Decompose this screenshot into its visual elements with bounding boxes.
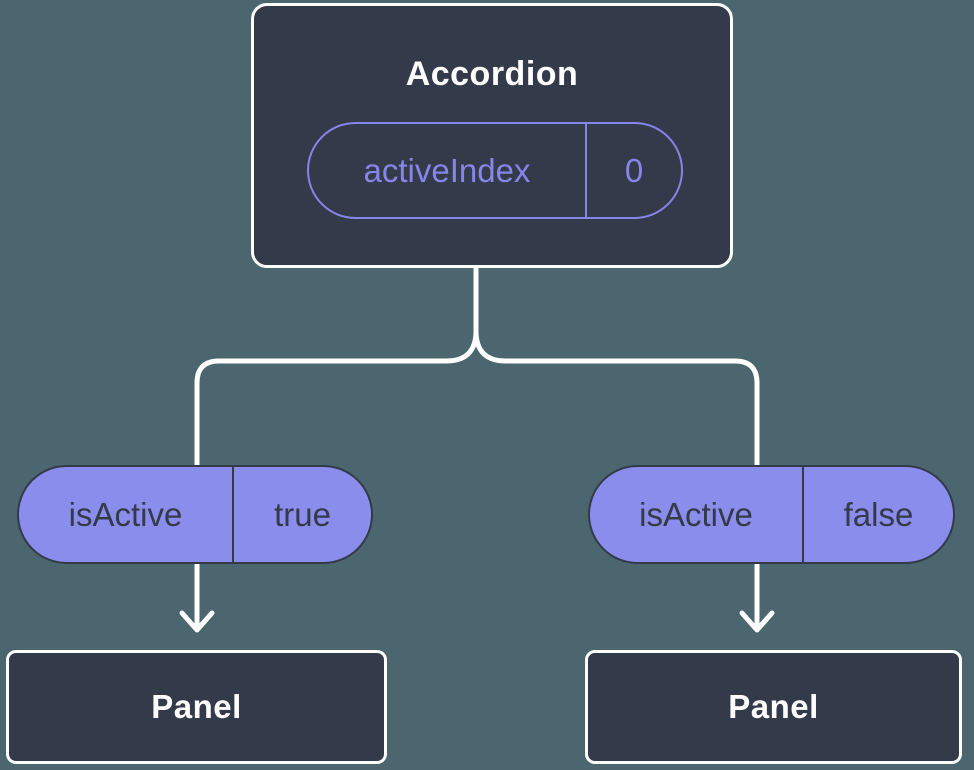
prop-name-label: isActive: [590, 467, 804, 562]
active-index-prop-pill: activeIndex 0: [307, 122, 683, 219]
prop-value-label: true: [274, 495, 331, 533]
arrowhead-right: [739, 610, 775, 633]
prop-value-label: 0: [624, 151, 644, 189]
arrowhead-left: [179, 610, 215, 633]
prop-name-label: activeIndex: [309, 124, 587, 217]
connector-right-branch: [473, 259, 760, 630]
prop-name-label: isActive: [19, 467, 234, 562]
prop-value-label: false: [843, 495, 914, 533]
connector-left-branch: [194, 259, 479, 630]
is-active-true-pill: isActive true: [17, 465, 373, 564]
accordion-node-title: Accordion: [405, 55, 579, 93]
panel-node-right: Panel: [585, 650, 962, 764]
is-active-false-pill: isActive false: [588, 465, 955, 564]
accordion-node: Accordion activeIndex 0: [251, 3, 733, 268]
panel-node-left: Panel: [6, 650, 387, 764]
